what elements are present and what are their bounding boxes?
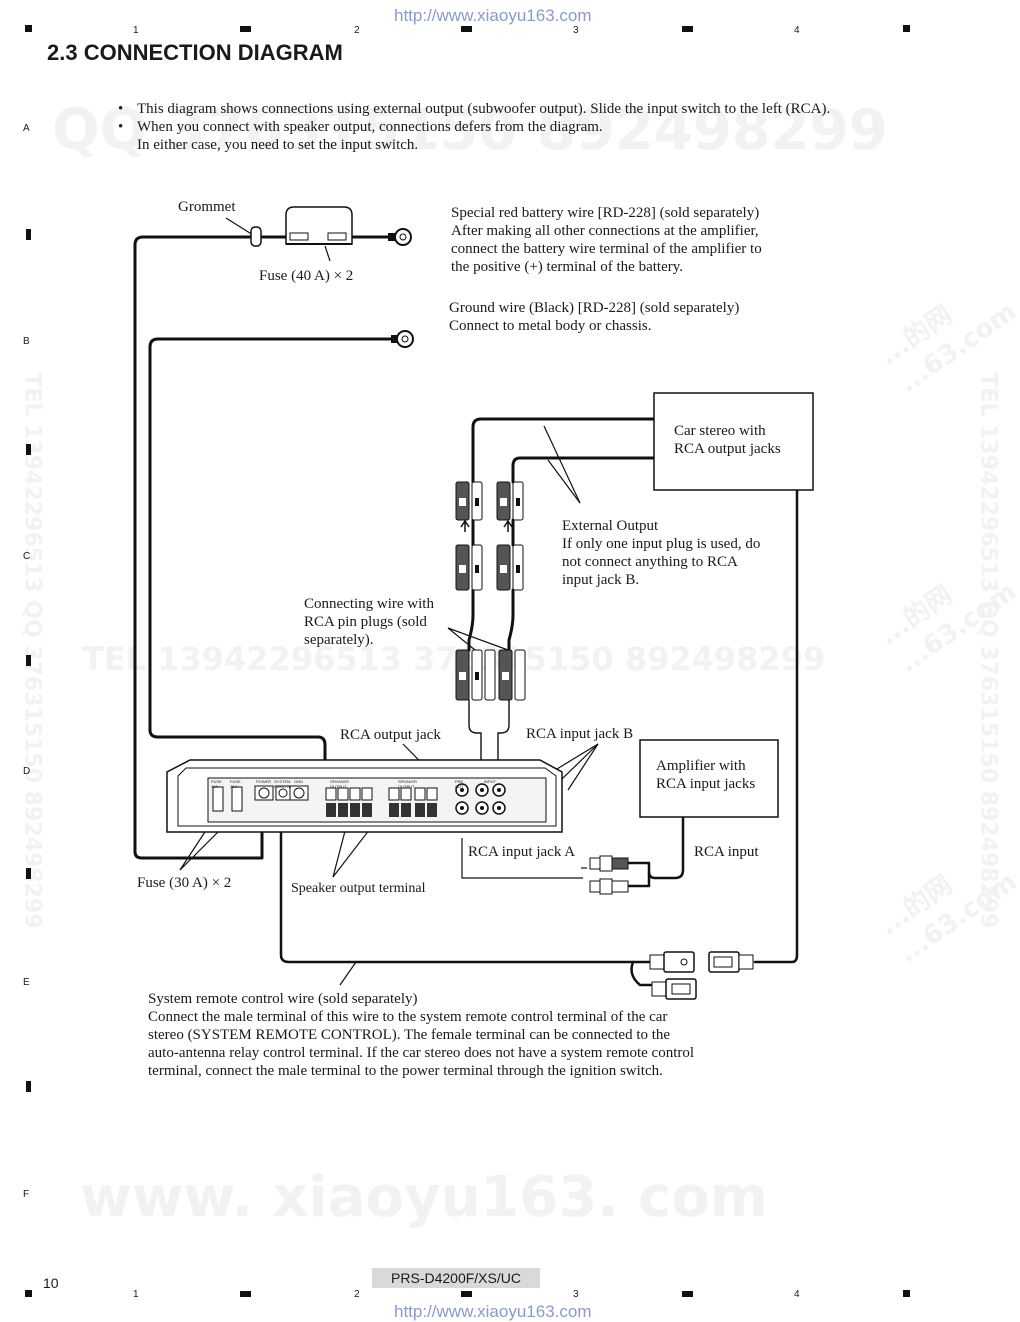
rca-plug-group — [455, 649, 526, 701]
row-letter: F — [23, 1189, 30, 1200]
corner-mark — [25, 25, 32, 32]
rca-plug-group — [455, 481, 524, 521]
label-connecting-wire: Connecting wire with RCA pin plugs (sold… — [304, 596, 434, 648]
row-letter: B — [23, 336, 30, 347]
row-tick — [26, 444, 31, 455]
fuse-label: FUSE 30A — [211, 779, 222, 789]
fuse-label: FUSE 30A — [230, 779, 241, 789]
row-tick — [26, 868, 31, 879]
rca-plug-pair — [589, 855, 629, 895]
label-fuse-30a: Fuse (30 A) × 2 — [137, 875, 232, 891]
row-tick — [26, 655, 31, 666]
column-number: 4 — [794, 25, 800, 36]
terminal-label: SPEAKER OUTPUT — [398, 779, 417, 789]
label-ground-wire: Ground wire (Black) [RD-228] (sold separ… — [449, 300, 740, 334]
label-fuse-40a: Fuse (40 A) × 2 — [259, 268, 354, 284]
footer-url-link[interactable]: http://www.xiaoyu163.com — [394, 1302, 592, 1321]
corner-mark — [903, 25, 910, 32]
label-rca-input: RCA input — [694, 844, 759, 860]
rca-plug-group — [455, 544, 524, 591]
label-grommet: Grommet — [178, 199, 236, 215]
column-number: 2 — [354, 25, 360, 36]
label-second-amplifier: Amplifier with RCA input jacks — [656, 758, 756, 792]
corner-mark — [25, 1290, 32, 1297]
terminal-label: GND — [294, 779, 303, 784]
label-external-output: External Output If only one input plug i… — [562, 518, 761, 588]
label-rca-input-jack-b: RCA input jack B — [526, 726, 634, 742]
column-tick — [682, 1291, 693, 1297]
terminal-label: POWER — [256, 779, 272, 784]
model-number: PRS-D4200F/XS/UC — [372, 1268, 540, 1288]
label-car-stereo: Car stereo with RCA output jacks — [674, 423, 781, 457]
column-tick — [682, 26, 693, 32]
column-number: 3 — [573, 1289, 579, 1300]
column-number: 1 — [133, 1289, 139, 1300]
terminal-label: INPUT — [484, 779, 496, 784]
column-tick — [461, 26, 472, 32]
corner-mark — [903, 1290, 910, 1297]
row-letter: D — [23, 766, 31, 777]
label-rca-input-jack-a: RCA input jack A — [468, 844, 576, 860]
row-tick — [26, 1081, 31, 1092]
label-rca-output-jack: RCA output jack — [340, 727, 441, 743]
column-tick — [240, 26, 251, 32]
header-url-link[interactable]: http://www.xiaoyu163.com — [394, 6, 592, 25]
watermark-site: www. xiaoyu163. com — [80, 1165, 769, 1230]
remote-connectors — [649, 951, 754, 1000]
watermark-tel: TEL 13942296513 376315150 892498299 — [82, 640, 826, 678]
terminal-label: SYSTEM REMOTE — [274, 779, 292, 789]
intro-bullet: This diagram shows connections using ext… — [118, 100, 858, 118]
column-number: 3 — [573, 25, 579, 36]
row-letter: A — [23, 123, 30, 134]
label-battery-wire: Special red battery wire [RD-228] (sold … — [451, 205, 762, 275]
column-tick — [240, 1291, 251, 1297]
column-number: 4 — [794, 1289, 800, 1300]
terminal-label: SPEAKER OUTPUT — [330, 779, 349, 789]
column-number: 1 — [133, 25, 139, 36]
row-letter: C — [23, 551, 31, 562]
car-stereo-box — [653, 392, 814, 491]
row-letter: E — [23, 977, 30, 988]
section-title: 2.3 CONNECTION DIAGRAM — [47, 40, 343, 65]
grommet-icon — [250, 226, 262, 247]
label-speaker-output-terminal: Speaker output terminal — [291, 881, 426, 896]
terminal-label: PRE OUT — [455, 779, 464, 789]
page-number: 10 — [43, 1275, 59, 1291]
second-amplifier-box — [639, 739, 779, 818]
intro-extra-line: In either case, you need to set the inpu… — [137, 137, 419, 153]
intro-notes: This diagram shows connections using ext… — [118, 100, 858, 154]
amplifier-unit — [166, 759, 563, 833]
row-tick — [26, 229, 31, 240]
column-number: 2 — [354, 1289, 360, 1300]
column-tick — [461, 1291, 472, 1297]
intro-bullet: When you connect with speaker output, co… — [118, 118, 858, 136]
label-system-remote: System remote control wire (sold separat… — [148, 991, 695, 1079]
